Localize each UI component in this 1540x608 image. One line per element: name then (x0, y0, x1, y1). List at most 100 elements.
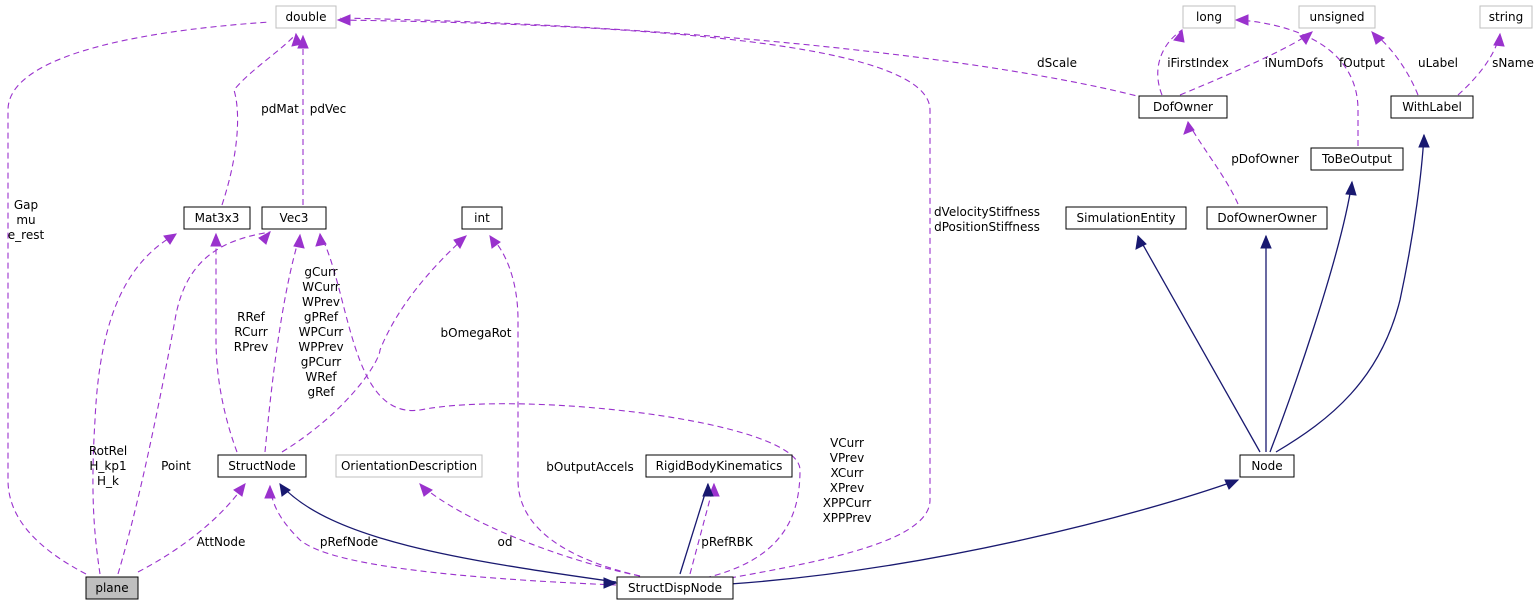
node-int-label: int (474, 211, 490, 225)
node-dofowner[interactable]: DofOwner (1138, 95, 1228, 119)
edge-label-mat3x3-double: pdMat (261, 102, 299, 116)
node-plane[interactable]: plane (85, 576, 139, 600)
edge-withlabel-to-string (1457, 33, 1501, 96)
node-withlabel[interactable]: WithLabel (1390, 95, 1474, 119)
usage-edges (7, 17, 1501, 586)
nodes: double long unsigned string Mat3x3 Vec3 … (85, 5, 1533, 600)
arrowhead-simulationentity (1135, 234, 1147, 250)
edge-label-plane-structnode: AttNode (197, 535, 246, 549)
edge-label-line: VPrev (830, 451, 864, 465)
arrowhead-int-left (453, 235, 467, 249)
arrowhead-long-right (1234, 14, 1249, 26)
edge-plane-to-mat3x3 (92, 233, 177, 575)
node-double[interactable]: double (275, 5, 337, 29)
edge-label-plane-vec3: Point (161, 459, 191, 473)
edge-structnode-to-vec3 (264, 234, 301, 453)
edge-structdispnode-to-rbk (689, 483, 715, 575)
edge-tobeoutput-to-long (1239, 19, 1359, 146)
node-node[interactable]: Node (1239, 454, 1295, 478)
edge-label-line: WPPrev (298, 340, 343, 354)
node-vec3[interactable]: Vec3 (261, 206, 327, 230)
edge-label-line: XPrev (830, 481, 864, 495)
edge-structdispnode-to-vec3 (319, 233, 801, 579)
node-structdispnode[interactable]: StructDispNode (616, 576, 734, 600)
edge-label-line: WPCurr (299, 325, 344, 339)
edge-label-line: gPRef (304, 310, 339, 324)
edge-dofownerowner-to-dofowner (1187, 121, 1239, 205)
edge-label-structdispnode-orientation: od (498, 535, 513, 549)
node-simulationentity[interactable]: SimulationEntity (1065, 206, 1187, 230)
node-structnode-label: StructNode (228, 459, 295, 473)
edge-label-line: WCurr (302, 280, 340, 294)
node-int[interactable]: int (461, 206, 503, 230)
edge-label-line: gRef (307, 385, 335, 399)
edge-node-to-simulationentity (1137, 235, 1261, 453)
edge-label-line: dVelocityStiffness (934, 205, 1040, 219)
edge-structnode-to-mat3x3 (215, 234, 238, 453)
node-long[interactable]: long (1182, 5, 1236, 29)
arrowhead-dofowner (1183, 120, 1195, 135)
node-mat3x3[interactable]: Mat3x3 (183, 206, 251, 230)
edge-plane-to-structnode (137, 483, 246, 573)
arrowhead-long (1173, 28, 1185, 43)
node-double-label: double (286, 10, 327, 24)
node-orientationdescription[interactable]: OrientationDescription (335, 454, 483, 478)
arrowhead-withlabel (1418, 133, 1430, 148)
edge-label-line: pRefRBK (701, 535, 754, 549)
node-string[interactable]: string (1479, 5, 1533, 29)
edge-label-line: bOutputAccels (546, 460, 633, 474)
arrowhead-string (1493, 32, 1505, 47)
edge-label-line: pdVec (310, 102, 347, 116)
edge-label-line: pRefNode (320, 535, 378, 549)
arrowhead-vec3-left (258, 230, 271, 245)
edge-label-structnode-int: bOmegaRot (441, 326, 512, 340)
arrowhead-structnode-bottom (264, 484, 276, 499)
edge-label-structdispnode-int: bOutputAccels (546, 460, 633, 474)
edge-structdispnode-to-structnode-inh (279, 483, 617, 583)
arrowhead-structdispnode-from-left (603, 577, 618, 589)
arrowhead-double-left (336, 14, 351, 26)
node-orientationdescription-label: OrientationDescription (341, 459, 477, 473)
node-tobeoutput[interactable]: ToBeOutput (1310, 147, 1404, 171)
edge-label-line: od (498, 535, 513, 549)
edge-label-line: XPPCurr (823, 496, 871, 510)
edge-label-structdispnode-rbk: pRefRBK (701, 535, 754, 549)
edge-label-line: WRef (305, 370, 337, 384)
edge-node-to-tobeoutput (1269, 181, 1353, 453)
edge-label-line: RPrev (234, 340, 269, 354)
arrowhead-vec3-right (315, 232, 327, 247)
edge-label-structdispnode-structnode: pRefNode (320, 535, 378, 549)
edge-label-line: RCurr (234, 325, 267, 339)
arrowhead-double-bottom-vec3 (297, 34, 309, 49)
node-unsigned[interactable]: unsigned (1298, 5, 1376, 29)
node-structdispnode-label: StructDispNode (628, 581, 722, 595)
edge-label-line: mu (16, 213, 35, 227)
edge-label-dofowner-long: iFirstIndex (1167, 56, 1229, 70)
node-rigidbodykinematics[interactable]: RigidBodyKinematics (645, 454, 793, 478)
edge-label-line: dScale (1037, 56, 1077, 70)
node-dofownerowner[interactable]: DofOwnerOwner (1206, 206, 1328, 230)
edge-label-tobeoutput-long: fOutput (1339, 56, 1385, 70)
edge-label-dofownerowner-dofowner: pDofOwner (1231, 152, 1299, 166)
edge-label-line: H_k (97, 474, 119, 488)
edge-label-line: RRef (237, 310, 266, 324)
edge-label-line: iNumDofs (1265, 56, 1324, 70)
edge-label-line: RotRel (89, 444, 127, 458)
edge-label-line: H_kp1 (89, 459, 126, 473)
node-dofownerowner-label: DofOwnerOwner (1217, 211, 1316, 225)
edge-label-line: pdMat (261, 102, 299, 116)
node-structnode[interactable]: StructNode (217, 454, 307, 478)
edge-plane-to-vec3 (117, 231, 271, 575)
arrowhead-tobeoutput (1345, 180, 1357, 196)
node-withlabel-label: WithLabel (1402, 100, 1462, 114)
edge-label-dofowner-unsigned: iNumDofs (1265, 56, 1324, 70)
node-dofowner-label: DofOwner (1153, 100, 1213, 114)
edge-structnode-to-int (281, 235, 467, 453)
arrowhead-rbk-inh (702, 482, 714, 497)
edge-dofowner-to-double (339, 17, 1146, 99)
node-unsigned-label: unsigned (1309, 10, 1364, 24)
